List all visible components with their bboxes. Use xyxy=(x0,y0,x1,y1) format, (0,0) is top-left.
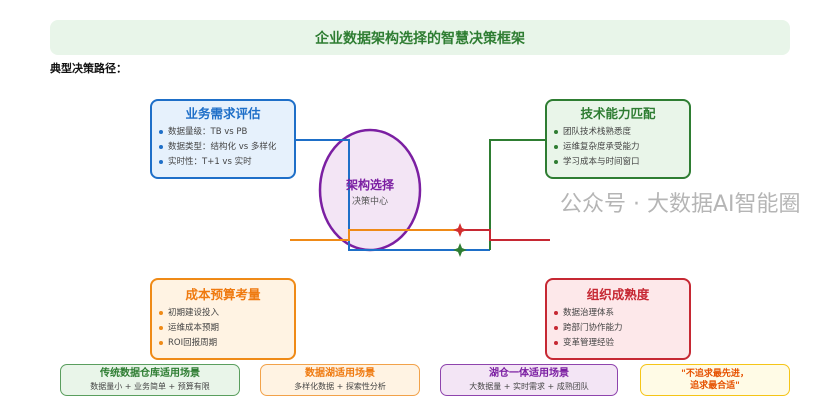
cost-item: 初期建设投入 xyxy=(157,306,289,321)
org-box: 组织成熟度 数据治理体系跨部门协作能力变革管理经验 xyxy=(545,278,691,360)
scenario-desc: 大数据量 + 实时需求 + 成熟团队 xyxy=(469,382,589,391)
business-item: 实时性：T+1 vs 实时 xyxy=(157,155,289,170)
decision-path-label: 典型决策路径： xyxy=(50,62,127,75)
motto-line1: "不追求最先进， xyxy=(681,369,749,379)
tech-title: 技术能力匹配 xyxy=(580,106,656,121)
org-item: 变革管理经验 xyxy=(552,336,684,351)
cost-title: 成本预算考量 xyxy=(185,287,261,302)
scenario-warehouse: 传统数据仓库适用场景 数据量小 + 业务简单 + 预算有限 xyxy=(60,364,240,396)
center-node: 架构选择 决策中心 xyxy=(320,178,420,208)
red-connector xyxy=(460,229,550,241)
motto-line2: 追求最合适" xyxy=(690,381,740,391)
tech-item: 学习成本与时间窗口 xyxy=(552,155,684,170)
scenario-desc: 多样化数据 + 探索性分析 xyxy=(294,382,386,391)
scenario-title: 数据湖适用场景 xyxy=(305,368,375,379)
org-item: 数据治理体系 xyxy=(552,306,684,321)
motto-box: "不追求最先进， 追求最合适" xyxy=(640,364,790,396)
scenario-lake: 数据湖适用场景 多样化数据 + 探索性分析 xyxy=(260,364,420,396)
business-title: 业务需求评估 xyxy=(185,106,261,121)
red-star-icon xyxy=(453,223,467,237)
org-title: 组织成熟度 xyxy=(586,287,650,302)
page-title: 企业数据架构选择的智慧决策框架 xyxy=(50,20,790,55)
center-subtitle: 决策中心 xyxy=(351,197,388,207)
business-item: 数据量级：TB vs PB xyxy=(157,125,289,140)
green-connector xyxy=(489,139,545,250)
blue-connector xyxy=(296,139,490,251)
cost-item: 运维成本预期 xyxy=(157,321,289,336)
watermark: 公众号 · 大数据AI智能圈 xyxy=(560,192,801,217)
tech-box: 技术能力匹配 团队技术栈熟悉度运维复杂度承受能力学习成本与时间窗口 xyxy=(545,99,691,179)
scenario-title: 湖仓一体适用场景 xyxy=(489,368,569,379)
scenario-title: 传统数据仓库适用场景 xyxy=(100,368,200,379)
cost-item: ROI回报周期 xyxy=(157,336,289,351)
orange-connector xyxy=(290,229,460,241)
scenario-lakehouse: 湖仓一体适用场景 大数据量 + 实时需求 + 成熟团队 xyxy=(440,364,618,396)
business-item: 数据类型：结构化 vs 多样化 xyxy=(157,140,289,155)
org-item: 跨部门协作能力 xyxy=(552,321,684,336)
green-star-icon xyxy=(453,243,467,257)
center-title: 架构选择 xyxy=(345,178,394,192)
tech-item: 团队技术栈熟悉度 xyxy=(552,125,684,140)
scenario-desc: 数据量小 + 业务简单 + 预算有限 xyxy=(90,382,210,391)
tech-item: 运维复杂度承受能力 xyxy=(552,140,684,155)
